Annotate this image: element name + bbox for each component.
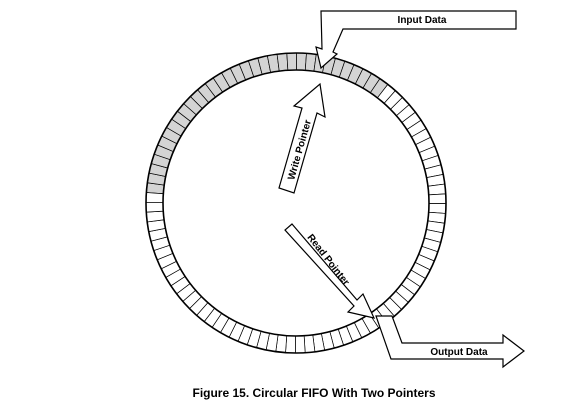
buffer-slot-filled [276,52,289,72]
write-pointer-arrow [278,82,326,194]
buffer-slot-empty [145,210,165,223]
output-data-label: Output Data [430,347,488,358]
buffer-slot-empty [303,334,316,354]
output-data-arrow [375,315,525,369]
buffer-slot-empty [294,335,306,354]
input-data-label: Input Data [398,15,447,26]
read-pointer-arrow [284,223,376,319]
fifo-ring [145,52,447,354]
buffer-slot-empty [145,192,164,203]
ring-inner-edge [162,69,430,337]
buffer-slot-empty [285,335,296,354]
buffer-slot-filled [296,52,307,71]
input-data-arrow [315,10,517,70]
buffer-slot-empty [427,183,447,196]
buffer-slot-filled [286,52,298,71]
figure-caption: Figure 15. Circular FIFO With Two Pointe… [192,386,435,400]
ring-outer-edge [145,52,447,354]
buffer-slot-empty [428,203,447,214]
buffer-slot-empty [428,193,447,205]
buffer-slot-empty [145,201,164,213]
